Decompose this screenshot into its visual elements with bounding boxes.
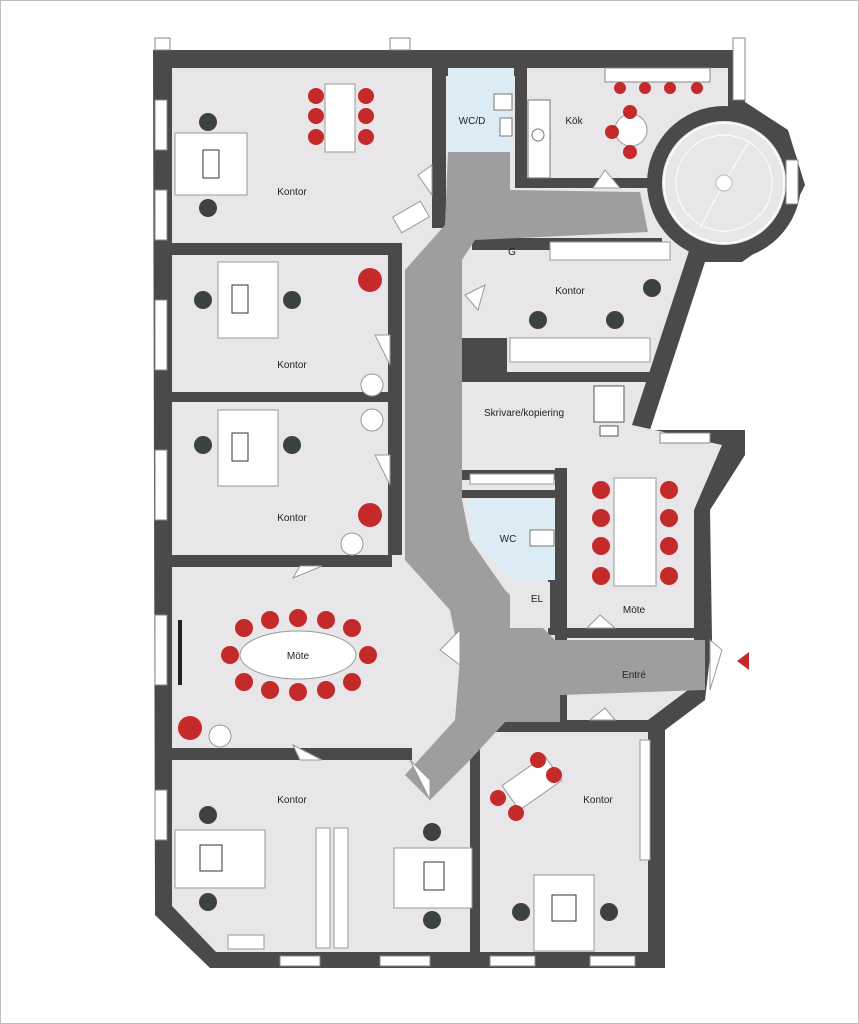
room-label-kok: Kök xyxy=(565,116,583,127)
room-label-kontor-2: Kontor xyxy=(277,360,307,371)
room-kontor-4: Kontor xyxy=(174,795,473,950)
room-kontor-2: Kontor xyxy=(194,261,384,397)
room-kontor-5: G Kontor xyxy=(475,241,680,363)
room-mote-1: Möte xyxy=(178,609,377,748)
room-kontor-6: Kontor xyxy=(490,739,651,952)
windows xyxy=(154,37,746,967)
room-label-mote-2: Möte xyxy=(623,605,646,616)
room-label-wc-d: WC/D xyxy=(459,116,486,127)
room-label-kontor-4: Kontor xyxy=(277,795,307,806)
room-skrivare: Skrivare/kopiering xyxy=(465,384,625,485)
el-room xyxy=(510,582,550,628)
room-label-kontor-3: Kontor xyxy=(277,513,307,524)
spiral-stair-icon xyxy=(699,139,751,229)
room-label-wc: WC xyxy=(500,534,517,545)
entrance-arrow-icon xyxy=(737,652,749,670)
room-label-kontor-6: Kontor xyxy=(583,795,613,806)
room-label-g: G xyxy=(508,247,516,258)
room-kok: Kök xyxy=(527,82,703,179)
room-entre: Entré xyxy=(622,652,749,681)
room-label-el: EL xyxy=(531,594,544,605)
room-label-kontor-5: Kontor xyxy=(555,286,585,297)
room-wc-d: WC/D xyxy=(459,93,513,137)
room-label-skrivare: Skrivare/kopiering xyxy=(484,408,564,419)
stair-tower xyxy=(647,106,801,260)
room-kontor-1: Kontor xyxy=(174,83,431,234)
room-label-kontor-1: Kontor xyxy=(277,187,307,198)
room-kontor-3: Kontor xyxy=(194,408,384,556)
room-mote-2: Möte xyxy=(570,455,692,625)
room-label-entre: Entré xyxy=(622,670,646,681)
corridor xyxy=(405,152,705,800)
room-label-mote-1: Möte xyxy=(287,651,310,662)
room-wc: WC xyxy=(500,529,555,547)
doors xyxy=(291,164,723,801)
wc-room xyxy=(466,500,555,580)
